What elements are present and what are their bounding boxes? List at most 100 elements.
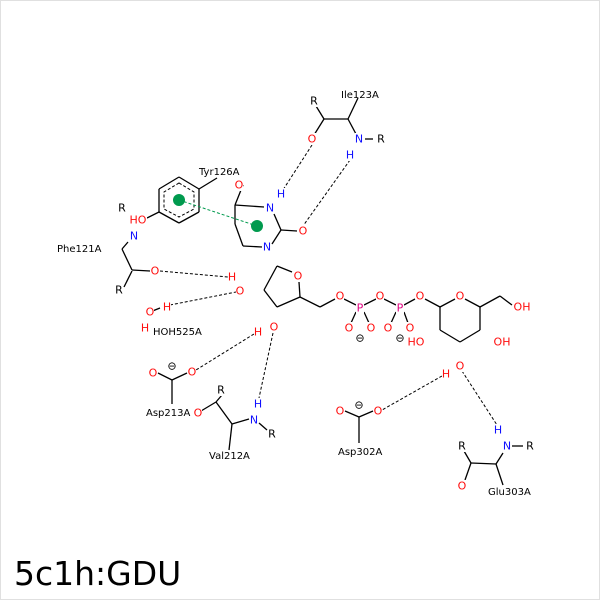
bond (298, 281, 301, 298)
bond (215, 401, 233, 425)
atom-label-bg (141, 322, 149, 334)
bond (228, 423, 233, 451)
bond (242, 245, 263, 248)
bond (215, 394, 223, 403)
atom-n: N (266, 202, 274, 215)
atom-o: O (456, 290, 465, 303)
tyr-ring-centroid (173, 194, 185, 206)
bond (178, 211, 200, 224)
atom-o: O (458, 480, 467, 493)
atom-n: N (263, 241, 271, 254)
atom-label-bg (396, 302, 404, 314)
residue-asp213: Asp213A (146, 408, 190, 419)
atom-label-bg (406, 322, 414, 334)
atom-label-bg (367, 322, 375, 334)
atom-h: H (494, 424, 502, 437)
atom-label-bg (458, 480, 466, 492)
atom-o: O (194, 407, 203, 420)
bond (499, 295, 513, 306)
bond (363, 311, 370, 324)
atom-o: O (345, 322, 354, 335)
bond (280, 229, 298, 232)
atom-label-bg (250, 414, 258, 426)
atom-ho: HO (408, 336, 425, 349)
atom-p: P (357, 302, 364, 315)
atom-label-bg (391, 332, 409, 344)
bond (479, 295, 501, 308)
atom-label-bg (503, 440, 511, 452)
bond (363, 298, 377, 306)
bond (347, 118, 357, 135)
atom-minus: ⊖ (395, 332, 404, 345)
bond (234, 223, 244, 247)
atom-o: O (236, 285, 245, 298)
atom-o: O (384, 322, 393, 335)
atom-label-bg (266, 202, 274, 214)
atom-label-bg (310, 95, 318, 107)
atom-label-bg (377, 133, 385, 145)
diagram-title: 5c1h:GDU (14, 554, 181, 593)
bond (178, 176, 200, 190)
hydrogen-bond (169, 291, 237, 306)
bond (121, 248, 133, 271)
atom-o: O (336, 290, 345, 303)
atom-o: O (146, 306, 155, 319)
atom-label-bg (493, 336, 511, 348)
atom-label-bg (146, 306, 154, 318)
atom-label-bg (456, 360, 464, 372)
bond (121, 241, 129, 250)
atom-label-bg (149, 367, 157, 379)
atom-n: N (355, 133, 363, 146)
atom-label-bg (526, 440, 534, 452)
bond (299, 296, 321, 308)
atom-label-bg (513, 301, 531, 313)
bond (131, 269, 151, 272)
bond (424, 298, 441, 308)
residue-tyr126: Tyr126A (198, 167, 240, 178)
bond (347, 97, 359, 120)
atom-oh: OH (514, 301, 531, 314)
atom-label-bg (299, 225, 307, 237)
bond (383, 298, 397, 306)
atom-o: O (308, 133, 317, 146)
atom-r: R (118, 202, 126, 215)
aromatic-ring-inner (163, 182, 195, 218)
atom-label-bg (270, 321, 278, 333)
bond (271, 229, 282, 245)
atom-label-bg (351, 332, 369, 344)
bond (459, 329, 481, 343)
atom-minus: ⊖ (355, 332, 364, 345)
atom-h: H (277, 188, 285, 201)
residue-ile123: Ile123A (341, 90, 379, 101)
hydrogen-bond (195, 333, 255, 371)
bond (470, 462, 497, 465)
bond (439, 298, 456, 308)
bond (276, 265, 293, 273)
residue-val212: Val212A (209, 451, 250, 462)
atom-label-bg (456, 290, 464, 302)
bond (171, 372, 188, 381)
bond (463, 450, 472, 464)
atom-label-bg (163, 301, 171, 313)
atom-o: O (406, 322, 415, 335)
bond (390, 311, 397, 324)
bond (263, 289, 278, 308)
bond (464, 298, 481, 308)
bond (158, 176, 180, 190)
bond (315, 105, 325, 120)
pi-stacking-line (178, 199, 258, 227)
atom-o: O (188, 366, 197, 379)
hydrogen-bond (258, 332, 274, 399)
atom-label-bg (194, 407, 202, 419)
atom-minus: ⊖ (354, 399, 363, 412)
atom-label-bg (263, 241, 271, 253)
atom-o: O (235, 179, 244, 192)
atom-h: H (254, 326, 262, 339)
residue-hoh525: HOH525A (153, 327, 202, 338)
atom-h: H (163, 301, 171, 314)
bond (344, 410, 360, 418)
atom-r: R (268, 428, 276, 441)
